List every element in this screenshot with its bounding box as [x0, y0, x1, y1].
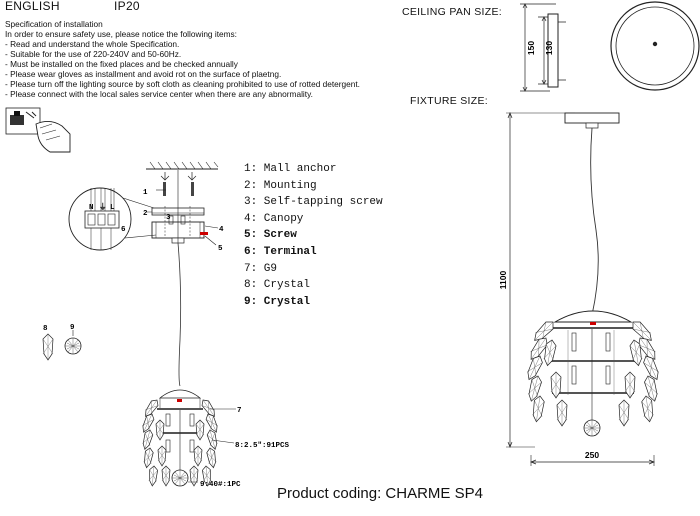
spec-line: - Please turn off the lighting source by… — [5, 79, 360, 89]
callout-9-qty: 9:40#:1PC — [200, 481, 241, 489]
part-item: 4: Canopy — [244, 212, 304, 225]
spec-line: - Suitable for the use of 220-240V and 5… — [5, 49, 182, 59]
part-item: 3: Self-tapping screw — [244, 196, 383, 209]
gloves-instruction-icon — [5, 107, 71, 153]
part-item: 1: Mall anchor — [244, 163, 337, 175]
callout-8-qty: 8:2.5":91PCS — [235, 442, 290, 450]
part-item: 2: Mounting — [244, 179, 317, 192]
terminal-earth-label: ⏚ — [99, 202, 107, 212]
crystal-label-9: 9 — [70, 324, 75, 332]
callout-3: 3 — [166, 214, 171, 222]
part-item: 6: Terminal — [244, 245, 317, 258]
spec-line: In order to ensure safety use, please no… — [5, 29, 237, 39]
spec-line: - Read and understand the whole Specific… — [5, 39, 180, 49]
callout-2: 2 — [143, 210, 148, 218]
ip-rating: IP20 — [114, 0, 140, 13]
ceiling-pan-top-view — [610, 1, 700, 91]
part-item: 8: Crystal — [244, 279, 311, 292]
callout-1: 1 — [143, 189, 148, 197]
part-item: 9: Crystal — [244, 295, 311, 308]
spec-line: - Please connect with the local sales se… — [5, 89, 313, 99]
language-label: ENGLISH — [5, 0, 60, 13]
part-item: 7: G9 — [244, 262, 278, 275]
fixture-size-label: FIXTURE SIZE: — [410, 95, 488, 107]
callout-6: 6 — [121, 226, 126, 234]
spec-title: Specification of installation — [5, 19, 103, 29]
fixture-width-dim: 250 — [585, 450, 599, 460]
part-item: 5: Screw — [244, 229, 297, 242]
callout-4: 4 — [219, 226, 224, 234]
parts-list: 1: Mall anchor 2: Mounting 3: Self-tappi… — [244, 161, 383, 310]
terminal-l-label: L — [110, 204, 115, 212]
callout-7: 7 — [237, 407, 242, 415]
ceiling-pan-label: CEILING PAN SIZE: — [402, 6, 503, 18]
fixture-height-dim: 1100 — [498, 271, 508, 290]
ceiling-pan-dim-outer: 150 — [526, 41, 536, 55]
installation-diagram — [68, 161, 219, 387]
fixture-drawing — [506, 112, 662, 466]
product-coding: Product coding: CHARME SP4 — [277, 485, 483, 502]
ceiling-pan-dim-inner: 130 — [544, 41, 554, 55]
crystal-legend — [42, 330, 82, 361]
spec-block: Specification of installation In order t… — [5, 19, 360, 99]
spec-line: - Please wear gloves as installment and … — [5, 69, 282, 79]
ceiling-pan-side-view — [520, 3, 566, 92]
callout-5: 5 — [218, 245, 223, 253]
crystal-label-8: 8 — [43, 325, 48, 333]
terminal-n-label: N — [89, 204, 94, 212]
spec-line: - Must be installed on the fixed places … — [5, 59, 238, 69]
small-chandelier — [139, 389, 236, 487]
